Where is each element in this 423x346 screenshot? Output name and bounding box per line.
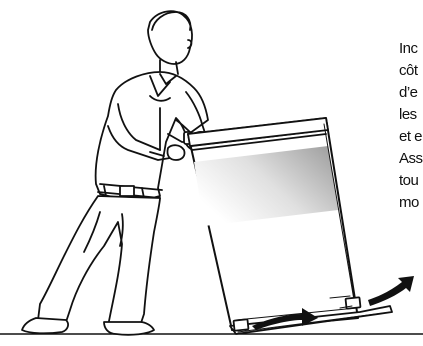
- instruction-line: Inc: [399, 38, 423, 60]
- instruction-line: côt: [399, 60, 423, 82]
- person-figure: [22, 11, 213, 335]
- dishwasher-body: [188, 118, 392, 334]
- instruction-line: mo: [399, 192, 423, 214]
- instruction-line: Ass: [399, 148, 423, 170]
- instruction-line: les: [399, 104, 423, 126]
- instruction-line: et e: [399, 126, 423, 148]
- instruction-text: Inc côt d’e les et e Ass tou mo: [399, 38, 423, 214]
- instruction-line: tou: [399, 170, 423, 192]
- instruction-line: d’e: [399, 82, 423, 104]
